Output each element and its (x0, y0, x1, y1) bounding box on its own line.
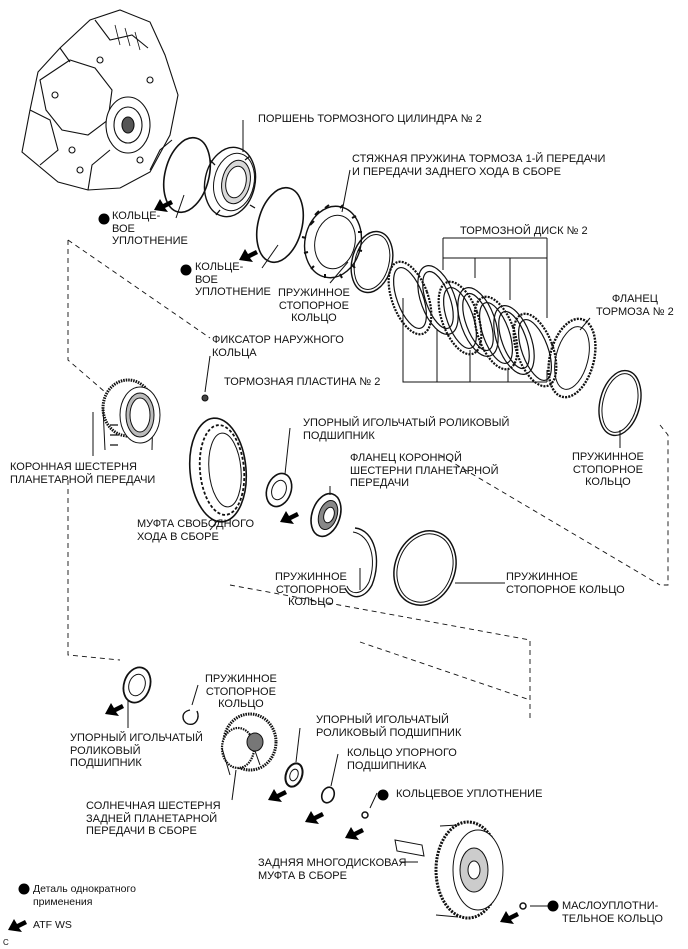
label-brake-plate: ТОРМОЗНАЯ ПЛАСТИНА № 2 (224, 376, 381, 388)
label-bearing-race: КОЛЬЦО УПОРНОГО ПОДШИПНИКА (347, 747, 457, 772)
label-oil-seal-ring: МАСЛОУПЛОТНИ- ТЕЛЬНОЕ КОЛЬЦО (562, 900, 663, 925)
snap-ring-4 (393, 530, 457, 606)
label-outer-race-retainer: ФИКСАТОР НАРУЖНОГО КОЛЬЦА (212, 334, 344, 359)
transaxle-case-drawing (21, 9, 179, 191)
snap-ring-5 (182, 709, 199, 725)
label-brake-piston: ПОРШЕНЬ ТОРМОЗНОГО ЦИЛИНДРА № 2 (258, 113, 482, 125)
label-snap-ring-3: ПРУЖИННОЕ СТОПОРНОЕ КОЛЬЦО (275, 571, 347, 608)
non-reusable-dots (18, 213, 559, 912)
snap-ring-2 (598, 369, 642, 437)
one-way-clutch-drawing (188, 417, 248, 523)
sun-gear-drawing (220, 712, 278, 776)
brake-piston-drawing (203, 146, 257, 218)
leader-lines (92, 120, 621, 907)
brake-flange-drawing (547, 317, 597, 399)
label-o-ring-1: КОЛЬЦЕ- ВОЕ УПЛОТНЕНИЕ (112, 210, 188, 247)
label-snap-ring-1: ПРУЖИННОЕ СТОПОРНОЕ КОЛЬЦО (278, 287, 350, 324)
label-thrust-bearing-2: УПОРНЫЙ ИГОЛЬЧАТЫЙ РОЛИКОВЫЙ ПОДШИПНИК (70, 732, 203, 769)
rear-clutch-drawing (394, 820, 504, 920)
ring-gear-flange-drawing (310, 492, 342, 538)
legend-non-reusable-text: Деталь однократного применения (33, 883, 136, 908)
label-brake-disc: ТОРМОЗНОЙ ДИСК № 2 (460, 225, 588, 237)
label-brake-flange: ФЛАНЕЦ ТОРМОЗА № 2 (596, 293, 674, 318)
return-spring-drawing (301, 204, 363, 279)
ring-gear-drawing (101, 378, 161, 451)
label-thrust-bearing-1: УПОРНЫЙ ИГОЛЬЧАТЫЙ РОЛИКОВЫЙ ПОДШИПНИК (303, 417, 510, 442)
label-sun-gear: СОЛНЕЧНАЯ ШЕСТЕРНЯ ЗАДНЕЙ ПЛАНЕТАРНОЙ ПЕ… (86, 800, 221, 837)
label-snap-ring-4: ПРУЖИННОЕ СТОПОРНОЕ КОЛЬЦО (506, 571, 625, 596)
thrust-bearing-2 (122, 666, 152, 704)
thrust-bearing-3 (284, 762, 304, 788)
label-thrust-bearing-3: УПОРНЫЙ ИГОЛЬЧАТЫЙ РОЛИКОВЫЙ ПОДШИПНИК (316, 714, 462, 739)
outer-race-retainer-drawing (201, 394, 209, 402)
clutch-pack-drawing (387, 260, 558, 388)
label-snap-ring-5: ПРУЖИННОЕ СТОПОРНОЕ КОЛЬЦО (205, 673, 277, 710)
label-o-ring-2: КОЛЬЦЕ- ВОЕ УПЛОТНЕНИЕ (195, 261, 271, 298)
label-snap-ring-2: ПРУЖИННОЕ СТОПОРНОЕ КОЛЬЦО (572, 451, 644, 488)
oil-seal-ring-drawing (519, 902, 527, 910)
o-ring-3 (361, 811, 369, 819)
label-ring-gear: КОРОННАЯ ШЕСТЕРНЯ ПЛАНЕТАРНОЙ ПЕРЕДАЧИ (10, 461, 156, 486)
label-o-ring-3: КОЛЬЦЕВОЕ УПЛОТНЕНИЕ (396, 788, 543, 800)
label-one-way-clutch: МУФТА СВОБОДНОГО ХОДА В СБОРЕ (137, 518, 255, 543)
arrows (8, 199, 519, 932)
thrust-bearing-1 (265, 472, 293, 508)
snap-ring-3 (344, 527, 378, 598)
alignment-lines (67, 239, 669, 718)
figure-code: C (3, 938, 9, 947)
label-ring-gear-flange: ФЛАНЕЦ КОРОННОЙ ШЕСТЕРНИ ПЛАНЕТАРНОЙ ПЕР… (350, 452, 499, 489)
legend-atf-text: ATF WS (33, 919, 72, 931)
label-return-spring: СТЯЖНАЯ ПРУЖИНА ТОРМОЗА 1-Й ПЕРЕДАЧИ И П… (352, 153, 606, 178)
snap-ring-1 (350, 230, 394, 294)
o-ring-2 (255, 186, 305, 264)
bearing-race-drawing (320, 786, 336, 804)
label-rear-clutch: ЗАДНЯЯ МНОГОДИСКОВАЯ МУФТА В СБОРЕ (258, 857, 407, 882)
